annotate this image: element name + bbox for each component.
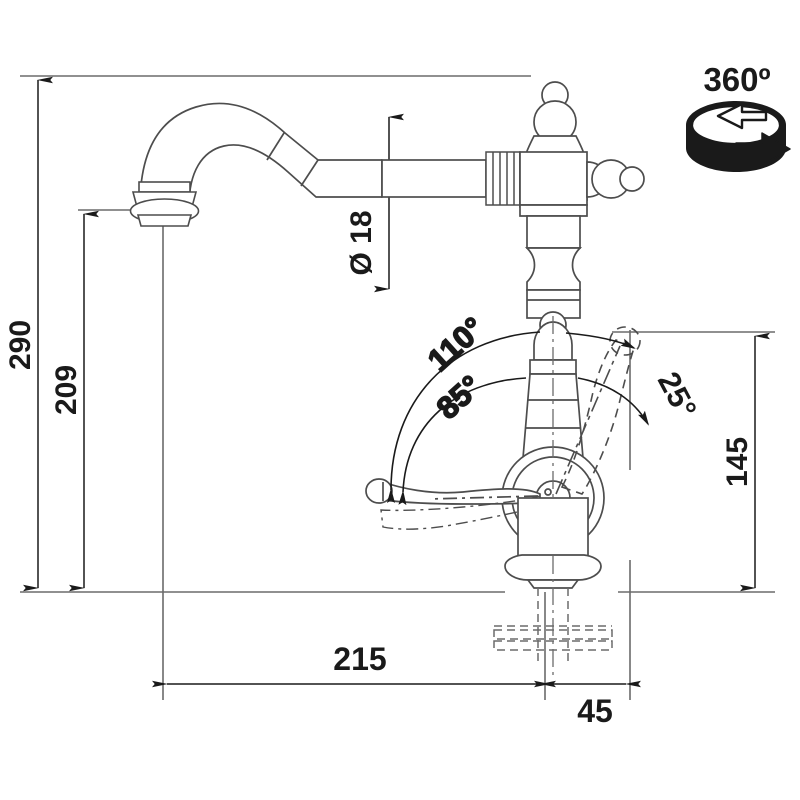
dimension-145: 145 [721,332,770,592]
angle-arc-110: 110° [386,310,636,504]
dimension-215: 215 [152,641,556,688]
upper-body-skirt [519,204,588,217]
spout-end-cap [129,181,200,227]
swivel-label-360: 360º [703,61,770,98]
reference-lines [20,75,775,700]
column-upper-collar [526,215,581,249]
cap-ring-top [138,181,191,193]
faucet-side-ornament [586,159,645,199]
handle-lever-closed [365,478,541,505]
dim-label-145: 145 [721,437,754,487]
faucet-upper-body [519,151,588,217]
dim-label-45: 45 [577,693,613,729]
faucet-base [504,497,602,589]
hub-screw-hole-1 [544,488,552,496]
angle-label-85: 85° [430,369,488,426]
swivel-ring-outline [690,103,782,126]
dimension-45: 45 [534,680,641,729]
dim-label-215: 215 [333,641,386,677]
lever-centerline-closed [429,495,539,500]
swivel-arrow-cw [735,132,791,166]
spout-tube [381,159,487,198]
angle-label-group-25: 25° [651,366,704,424]
base-column [517,497,589,561]
spout-collar [485,151,521,206]
column-waist [524,247,583,291]
dim-label-diameter-18: Ø 18 [345,210,378,275]
ornament-ball-small [619,166,645,192]
lever-arm-mid [380,495,542,530]
swivel-arrow-ccw [716,102,768,130]
dimension-209: 209 [50,210,99,592]
dimension-290: 290 [4,76,53,592]
dimension-diameter-18: Ø 18 [345,113,404,293]
swivel-symbol-360: 360º [686,61,791,172]
lever-knob-closed [365,478,393,504]
spout-tube-section [381,159,487,198]
spout-joint-1 [300,159,319,187]
drawing-root: 290 209 Ø 18 145 215 [4,61,791,729]
angle-label-25: 25° [651,366,704,424]
lever-centerline-open [555,345,621,495]
cap-base [136,214,193,227]
arc-line-110-right [565,332,636,349]
arc-line-110-left [386,331,541,504]
base-washer [526,579,580,589]
faucet-spout [139,102,383,207]
spout-joint-2 [266,132,285,161]
handle-lever-mid-ghost [380,495,542,530]
lever-knob-open [609,326,641,356]
arc-line-85-right [577,377,650,426]
arc-line-85-left [398,377,527,506]
dim-label-290: 290 [4,320,37,370]
upper-body-block [519,151,588,206]
dim-label-209: 209 [50,365,83,415]
collar-block [485,151,521,206]
angle-label-110: 110° [421,310,491,378]
handle-lever-open-ghost [555,326,641,495]
faucet-column [524,215,583,319]
